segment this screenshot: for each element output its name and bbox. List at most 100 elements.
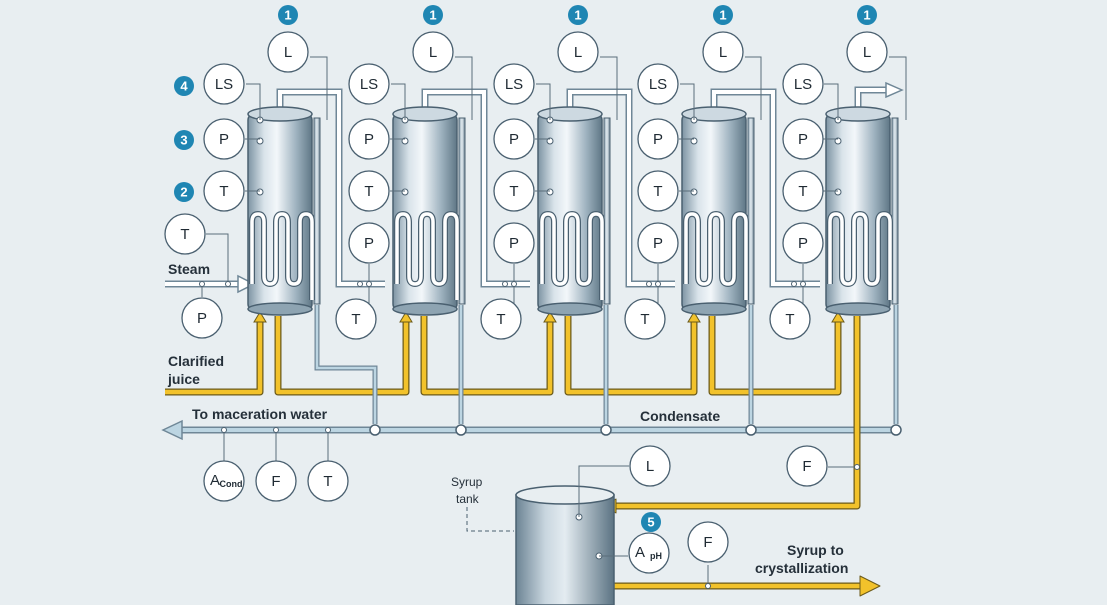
level-indicator: L [846,31,888,73]
evaporator-vessels [247,106,899,316]
temperature-sensor: T [164,213,206,255]
callout-badge-1: 1 [857,5,877,25]
temperature-sensor: T [493,170,535,212]
level-switch: LS [637,63,679,105]
evaporator-vessel-4 [681,106,755,316]
instrument-subscript: pH [650,551,662,561]
instrument-symbol: L [574,44,582,61]
pressure-gauge: P [181,297,223,339]
condensate-valves [369,424,902,436]
temperature-sensor: T [637,170,679,212]
instrument-symbol: LS [360,76,378,93]
instrument-symbol: T [351,311,360,328]
flow-meter: F [786,445,828,487]
badge-number: 1 [429,8,436,23]
instrument-symbol: T [180,226,189,243]
level-switch: LS [493,63,535,105]
instrument-symbol: P [798,235,808,252]
temperature-sensor: T [307,460,349,502]
instrument-symbol: F [802,458,811,475]
level-switch: LS [203,63,245,105]
temperature-sensor: T [335,298,377,340]
instrument-symbol: P [653,131,663,148]
level-indicator: L [412,31,454,73]
syrup-tank-leader [466,507,514,532]
evaporator-vessel-1 [247,106,321,316]
level-indicator: L [267,31,309,73]
pressure-gauge: P [348,118,390,160]
callout-badge-5: 5 [641,512,661,532]
instrument-symbol: L [646,458,654,475]
instrument-symbol: T [364,183,373,200]
instrument-symbol: P [798,131,808,148]
callout-badges: 1 1 1 1 1 4 3 2 5 [174,5,877,532]
badge-number: 1 [284,8,291,23]
instrument-symbol: LS [215,76,233,93]
temperature-sensor: T [203,170,245,212]
temperature-sensor: T [480,298,522,340]
evaporator-vessel-2 [392,106,466,316]
instrument-symbol: T [653,183,662,200]
instrument-symbol: P [509,131,519,148]
condensate-main-line [161,419,898,441]
instrument-symbol: P [509,235,519,252]
badge-number: 5 [647,515,654,530]
instrument-symbol: T [640,311,649,328]
maceration-water-label: To maceration water [192,406,328,422]
pressure-gauge: P [637,118,679,160]
pressure-gauge: P [203,118,245,160]
level-switch: LS [348,63,390,105]
juice-pipe [165,316,881,597]
instrument-symbol: T [509,183,518,200]
instrument-symbol: A [210,472,220,489]
syrup-tank [515,485,615,605]
temperature-sensor: T [348,170,390,212]
badge-number: 3 [180,133,187,148]
instrument-symbol: P [364,235,374,252]
callout-badge-1: 1 [713,5,733,25]
pressure-gauge: P [493,118,535,160]
instrument-symbol: T [323,473,332,490]
badge-number: 1 [574,8,581,23]
condensate-drops [314,305,899,424]
pressure-gauge: P [782,118,824,160]
flow-meter: F [255,460,297,502]
badge-number: 4 [180,79,188,94]
instrument-symbol: L [719,44,727,61]
callout-badge-3: 3 [174,130,194,150]
instrument-symbol: P [219,131,229,148]
instrument-symbol: LS [794,76,812,93]
evaporator-vessel-3 [537,106,611,316]
syrup-to-label-line2: crystallization [755,560,848,576]
steam-line [165,274,256,294]
instrument-symbol: P [364,131,374,148]
instrument-symbol: T [219,183,228,200]
instrument-symbol: F [703,534,712,551]
juice-inlet-arrows [253,311,845,323]
syrup-tank-label-line1: Syrup [451,475,483,489]
temperature-sensor: T [769,298,811,340]
clarified-juice-label-line2: juice [167,371,200,387]
instrument-symbol: T [785,311,794,328]
pressure-gauge: P [348,222,390,264]
badge-number: 1 [863,8,870,23]
level-indicator: L [557,31,599,73]
instrument-symbol: P [197,310,207,327]
callout-badge-4: 4 [174,76,194,96]
pressure-gauge: P [637,222,679,264]
instrument-symbol: LS [649,76,667,93]
badge-number: 2 [180,185,187,200]
steam-label: Steam [168,261,210,277]
evaporator-vessel-5 [825,106,899,316]
callout-badge-1: 1 [278,5,298,25]
clarified-juice-label-line1: Clarified [168,353,224,369]
instrument-symbol: T [496,311,505,328]
pressure-gauge: P [782,222,824,264]
instrument-symbol: F [271,473,280,490]
instrument-symbol: L [863,44,871,61]
instrument-symbol: P [653,235,663,252]
level-indicator: L [629,445,671,487]
instrument-symbol: L [284,44,292,61]
